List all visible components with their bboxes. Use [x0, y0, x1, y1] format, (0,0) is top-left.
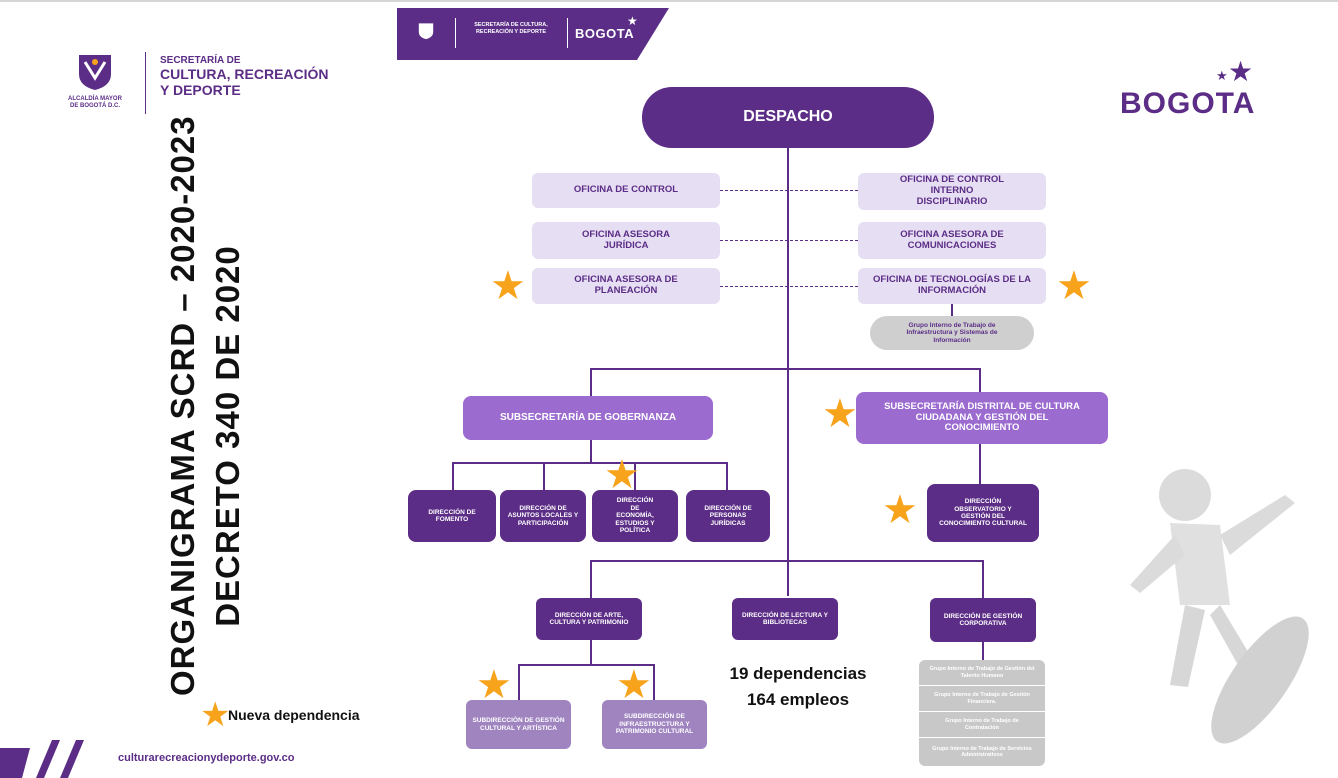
top-rule	[0, 0, 1338, 2]
box-sub-cultura-ciudadana: SUBSECRETARÍA DISTRITAL DE CULTURA CIUDA…	[856, 392, 1108, 444]
new-star-icon: ★	[490, 263, 526, 309]
box-grupo-administrativos: Grupo Interno de Trabajo de Servicios Ad…	[932, 745, 1032, 758]
footer-slash-icon	[0, 740, 84, 778]
box-grupo-contratacion: Grupo Interno de Trabajo de Contratación	[919, 712, 1045, 738]
box-dir-asuntos-locales: DIRECCIÓN DE ASUNTOS LOCALES Y PARTICIPA…	[500, 490, 586, 542]
secretaria-line1: SECRETARÍA DE	[160, 55, 241, 66]
connector-tecnologias-grupo	[951, 302, 953, 316]
box-subdir-gestion-cultural: SUBDIRECCIÓN DE GESTIÓN CULTURAL Y ARTÍS…	[466, 700, 571, 749]
secretaria-line3: Y DEPORTE	[160, 82, 241, 98]
title-line1: ORGANIGRAMA SCRD – 2020-2023	[164, 115, 201, 696]
box-subdir-infraestructura: SUBDIRECCIÓN DE INFRAESTRUCTURA Y PATRIM…	[602, 700, 707, 749]
logo-divider	[145, 52, 146, 114]
box-dir-personas-juridicas: DIRECCIÓN DE PERSONAS JURÍDICAS	[686, 490, 770, 542]
alcaldia-line1: ALCALDÍA MAYOR	[68, 96, 122, 102]
new-star-icon: ★	[476, 662, 512, 708]
box-dir-gestion-corporativa: DIRECCIÓN DE GESTIÓN CORPORATIVA	[930, 598, 1036, 642]
box-grupo-infraestructura: Grupo Interno de Trabajo de Infraestruct…	[870, 316, 1034, 350]
new-star-icon: ★	[1056, 263, 1092, 309]
new-star-icon: ★	[882, 487, 918, 533]
box-oficina-control: OFICINA DE CONTROL	[532, 173, 720, 208]
grupos-corporativa-stack: Grupo Interno de Trabajo de Gestión del …	[919, 660, 1045, 766]
box-oficina-comunicaciones: OFICINA ASESORA DE COMUNICACIONES	[858, 222, 1046, 259]
bogota-logo: BOGOTA ★ ★	[1120, 55, 1270, 130]
banner-secretaria: SECRETARÍA DE CULTURA, RECREACIÓN Y DEPO…	[474, 22, 548, 35]
secretaria-logo-text: SECRETARÍA DE CULTURA, RECREACIÓN Y DEPO…	[160, 55, 329, 98]
box-dir-fomento: DIRECCIÓN DE FOMENTO	[408, 490, 496, 542]
box-oficina-disciplinario: OFICINA DE CONTROL INTERNO DISCIPLINARIO	[858, 173, 1046, 210]
connector-dash-control	[720, 190, 858, 191]
box-grupo-financiera: Grupo Interno de Trabajo de Gestión Fina…	[919, 686, 1045, 712]
connector-observatorio	[979, 444, 981, 484]
banner-shield-icon	[418, 23, 434, 40]
alcaldia-line2: DE BOGOTÁ D.C.	[69, 103, 120, 109]
box-oficina-tecnologias: OFICINA DE TECNOLOGÍAS DE LA INFORMACIÓN	[858, 268, 1046, 304]
banner-star-icon: ★	[627, 14, 638, 28]
bogota-star-large-icon: ★	[1228, 55, 1254, 88]
shield-icon	[79, 55, 111, 90]
box-oficina-planeacion: OFICINA ASESORA DE PLANEACIÓN	[532, 268, 720, 304]
connector-dir-economia	[634, 462, 636, 490]
connector-corporativa-grupos	[982, 642, 984, 660]
box-dir-observatorio: DIRECCIÓN OBSERVATORIO Y GESTIÓN DEL CON…	[927, 484, 1039, 542]
legend-star-icon: ★	[200, 695, 231, 735]
bogota-star-small-icon: ★	[1216, 69, 1228, 84]
banner-bogota: BOGOTA	[575, 26, 635, 41]
connector-dir-arte	[590, 560, 592, 598]
box-grupo-talento: Grupo Interno de Trabajo de Gestión del …	[919, 660, 1045, 686]
connector-subdir-infra	[653, 664, 655, 700]
connector-dash-planeacion	[720, 286, 858, 287]
connector-dir-fomento	[452, 462, 454, 490]
box-despacho: DESPACHO	[642, 87, 934, 148]
new-star-icon: ★	[822, 391, 858, 437]
connector-gob-down	[590, 440, 592, 462]
connector-sub-gobernanza	[590, 368, 592, 396]
box-sub-gobernanza: SUBSECRETARÍA DE GOBERNANZA	[463, 396, 713, 440]
connector-subdir-gestion	[518, 664, 520, 700]
box-oficina-juridica: OFICINA ASESORA JURÍDICA	[532, 222, 720, 259]
stats-empleos: 164 empleos	[746, 690, 850, 709]
footer-url: culturarecreacionydeporte.gov.co	[118, 752, 295, 764]
box-dir-arte: DIRECCIÓN DE ARTE, CULTURA Y PATRIMONIO	[536, 598, 642, 640]
connector-bottom-horizontal	[590, 560, 984, 562]
connector-dir-asuntos	[543, 462, 545, 490]
connector-despacho-spine	[787, 148, 789, 596]
stats-dependencias: 19 dependencias	[729, 664, 867, 683]
box-dir-lectura: DIRECCIÓN DE LECTURA Y BIBLIOTECAS	[732, 598, 838, 640]
new-star-icon: ★	[616, 662, 652, 708]
bogota-logo-text: BOGOTA	[1120, 87, 1256, 120]
connector-sub-horizontal	[590, 368, 981, 370]
banner-divider-1	[455, 18, 456, 48]
alcaldia-logo: ALCALDÍA MAYOR DE BOGOTÁ D.C.	[60, 52, 130, 122]
skater-illustration	[1130, 469, 1309, 744]
connector-dir-personas	[726, 462, 728, 490]
box-dir-economia: DIRECCIÓN DE ECONOMÍA, ESTUDIOS Y POLÍTI…	[592, 490, 678, 542]
connector-dir-corporativa	[982, 560, 984, 598]
connector-arte-down	[590, 640, 592, 664]
connector-sub-cultura	[979, 368, 981, 392]
new-star-icon: ★	[604, 452, 640, 498]
banner-divider-2	[567, 18, 568, 48]
title-line2: DECRETO 340 DE 2020	[209, 245, 246, 627]
connector-gob-horizontal	[452, 462, 728, 464]
legend-label: Nueva dependencia	[228, 707, 360, 723]
secretaria-line2: CULTURA, RECREACIÓN	[160, 66, 329, 82]
connector-dash-juridica	[720, 240, 858, 241]
connector-arte-horizontal	[518, 664, 655, 666]
top-banner: SECRETARÍA DE CULTURA, RECREACIÓN Y DEPO…	[397, 8, 669, 60]
